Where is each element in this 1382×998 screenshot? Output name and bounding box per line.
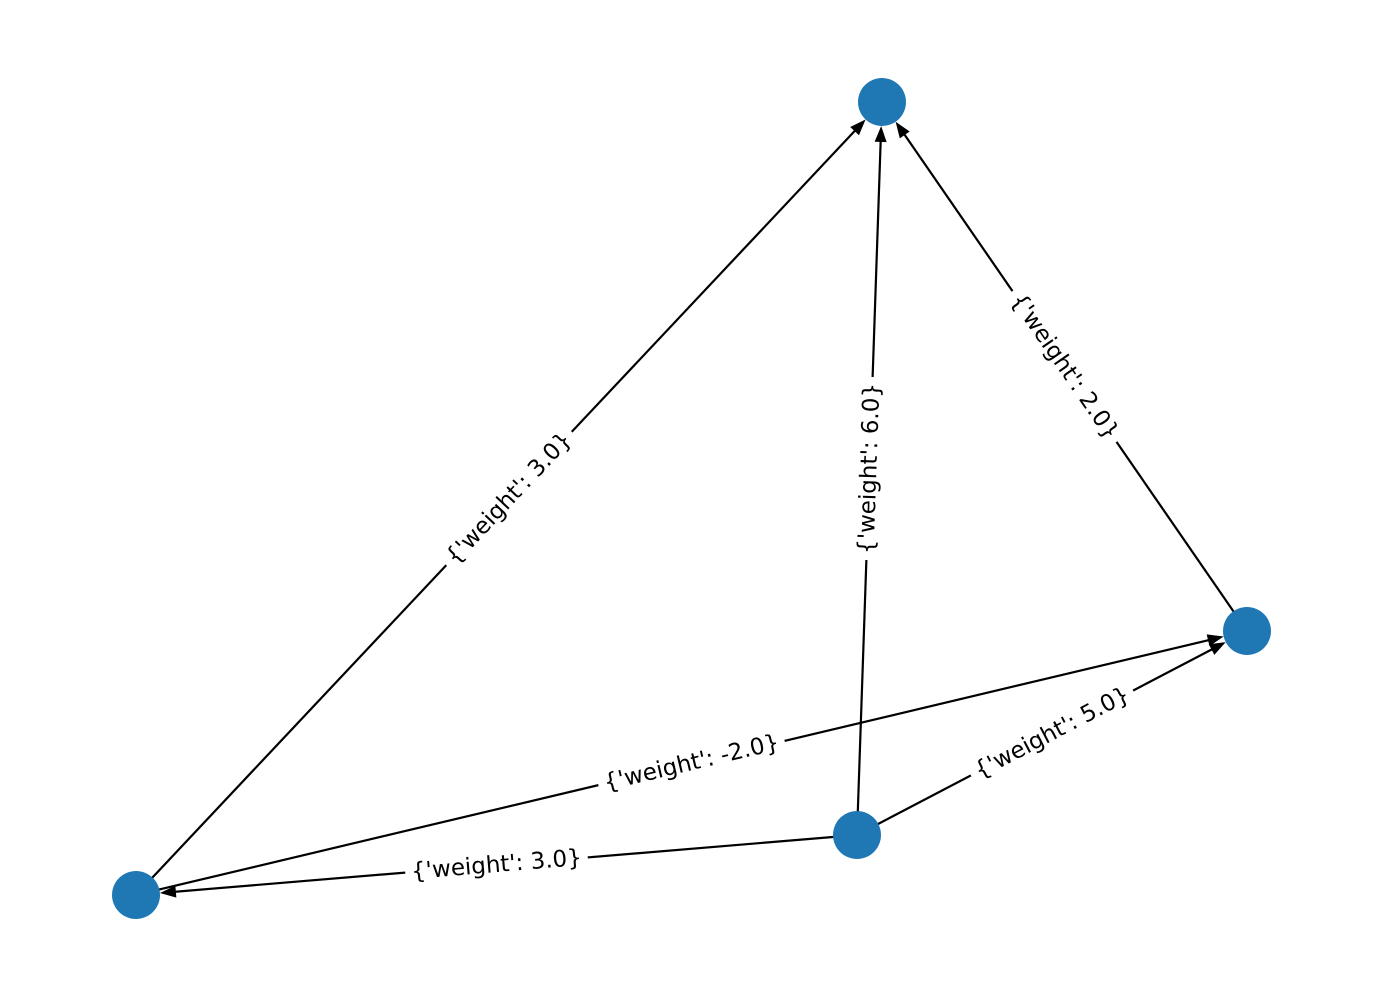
edge-label-group: {'weight': 3.0} xyxy=(435,421,583,576)
edge-label-group: {'weight': 6.0} xyxy=(851,376,888,561)
nodes-layer xyxy=(112,78,1271,919)
edge-arrowhead-n0-n2 xyxy=(1206,634,1224,647)
edge-label-background xyxy=(404,842,589,888)
edge-label-background xyxy=(851,376,888,561)
edge-labels-layer: {'weight': 3.0} {'weight': 6.0} {'weight':… xyxy=(404,282,1141,888)
graph-node xyxy=(112,871,160,919)
edge-label-group: {'weight': 5.0} xyxy=(963,677,1141,789)
edge-arrowhead-n3-n0 xyxy=(159,885,177,898)
edge-label-background xyxy=(594,726,789,800)
edge-arrowhead-n3-n1 xyxy=(874,125,887,143)
edge-arrowhead-n0-n1 xyxy=(850,119,866,136)
edges-layer xyxy=(135,119,1248,898)
edge-label: {'weight': 6.0} xyxy=(854,383,886,555)
edge-label-background xyxy=(1000,282,1129,451)
edge-label-group: {'weight': 3.0} xyxy=(404,842,589,888)
edge-label-group: {'weight': -2.0} xyxy=(594,726,789,800)
edge-label: {'weight': 5.0} xyxy=(970,682,1134,784)
edge-arrowhead-n2-n1 xyxy=(895,121,910,139)
edge-label: {'weight': 3.0} xyxy=(441,427,577,569)
edge-label-group: {'weight': 2.0} xyxy=(1000,282,1129,451)
edge-label-background xyxy=(435,421,583,576)
graph-node xyxy=(1223,607,1271,655)
graph-node xyxy=(833,811,881,859)
edge-label: {'weight': 2.0} xyxy=(1005,289,1124,445)
graph-node xyxy=(858,78,906,126)
edge-arrowhead-n3-n2 xyxy=(1208,642,1226,655)
edge-label-background xyxy=(963,677,1141,789)
